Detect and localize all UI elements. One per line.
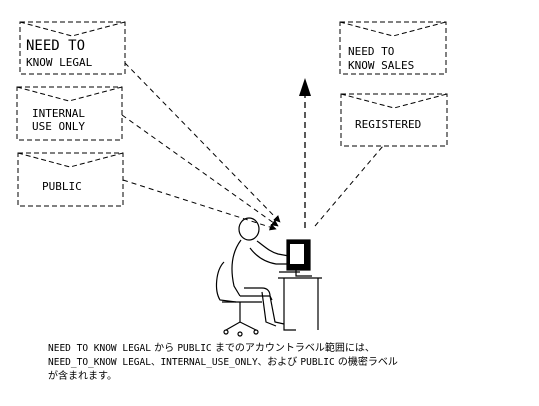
envelope-internal-use-only: INTERNAL USE ONLY <box>16 86 123 141</box>
diagram-caption: NEED TO KNOW LEGAL から PUBLIC までのアカウントラベル… <box>48 342 528 384</box>
envelope-need-to-know-sales: NEED TO KNOW SALES <box>339 21 447 75</box>
envelope-sales-line2: KNOW SALES <box>348 59 414 72</box>
envelope-legal-line1: NEED TO <box>26 38 85 54</box>
caption-part-3: PUBLIC <box>177 343 212 354</box>
line-user-to-registered <box>314 145 384 227</box>
caption-part-4: までのアカウントラベル範囲には、 <box>211 343 375 354</box>
envelope-internal-line2: USE ONLY <box>32 120 85 133</box>
caption-part-2: から <box>150 343 178 354</box>
arrow-public-to-user <box>122 179 277 231</box>
caption-part-7: PUBLIC <box>300 357 335 368</box>
envelope-registered: REGISTERED <box>340 93 448 147</box>
caption-part-1: NEED TO KNOW LEGAL <box>48 343 151 354</box>
envelope-public: PUBLIC <box>17 152 124 207</box>
envelope-registered-line1: REGISTERED <box>355 118 421 131</box>
caption-part-5: NEED_TO_KNOW LEGAL、INTERNAL_USE_ONLY、 <box>48 357 268 368</box>
arrow-up-head <box>299 78 311 96</box>
envelope-legal-line2: KNOW LEGAL <box>26 56 93 69</box>
caption-part-9: が含まれます。 <box>48 371 117 382</box>
arrow-legal-to-user <box>124 62 281 223</box>
envelope-need-to-know-legal: NEED TO KNOW LEGAL <box>19 21 126 75</box>
caption-part-8: の機密ラベル <box>334 357 398 368</box>
envelope-internal-line1: INTERNAL <box>32 107 85 120</box>
envelope-public-line1: PUBLIC <box>42 180 82 193</box>
caption-part-6: および <box>267 357 301 368</box>
user-at-workstation-icon <box>215 217 322 337</box>
envelope-sales-line1: NEED TO <box>348 45 394 58</box>
arrow-internal-to-user <box>121 114 279 227</box>
